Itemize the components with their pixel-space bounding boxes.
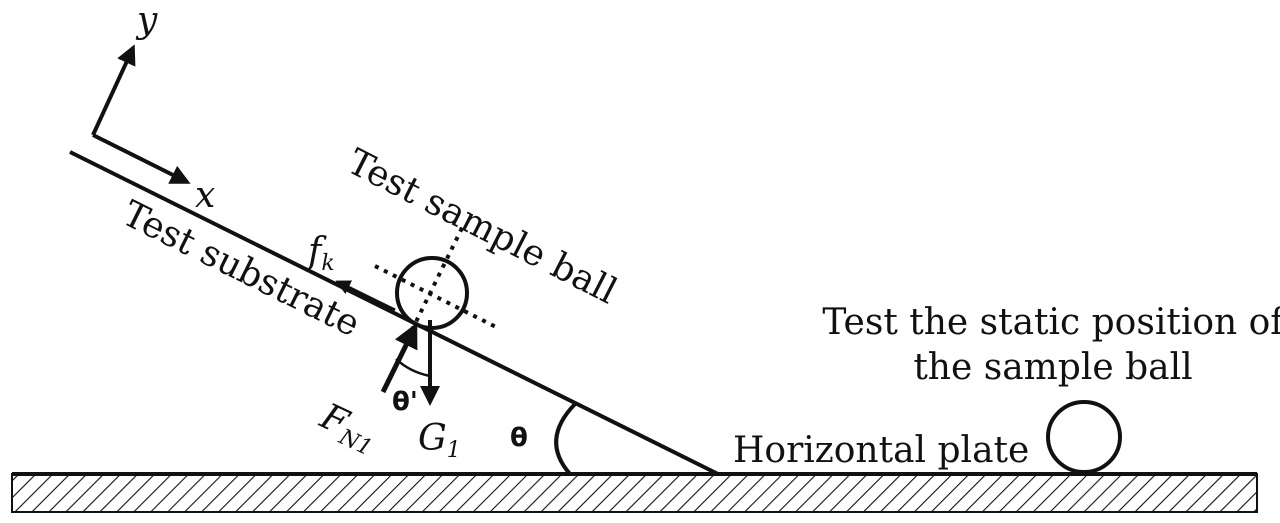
test-substrate-line xyxy=(69,150,719,476)
test-sample-ball-label: Test sample ball xyxy=(341,141,623,312)
horizontal-plate xyxy=(11,473,1258,513)
normal-force-label: FN1 xyxy=(312,396,385,462)
theta-arc xyxy=(554,402,577,476)
static-position-ball xyxy=(1046,400,1122,474)
friction-force-label: fk xyxy=(305,231,335,276)
y-axis-label: y xyxy=(135,0,158,41)
x-axis-label: x xyxy=(195,175,215,216)
ball-dotted-axis-parallel xyxy=(374,264,501,331)
normal-force-arrow xyxy=(380,322,418,394)
horizontal-plate-label: Horizontal plate xyxy=(733,430,1029,471)
static-position-label-line2: the sample ball xyxy=(913,347,1192,388)
static-position-label-line1: Test the static position of xyxy=(822,302,1280,343)
friction-force-arrow xyxy=(335,280,396,312)
ball-dotted-axis-perpendicular xyxy=(410,227,464,331)
gravity-label: G1 xyxy=(418,418,461,463)
theta-label: θ xyxy=(510,423,528,453)
y-axis-arrow xyxy=(91,44,136,136)
theta-prime-arc xyxy=(395,358,431,378)
x-axis-arrow xyxy=(92,133,191,184)
theta-prime-label: θ' xyxy=(392,387,418,417)
coordinate-axes: y x xyxy=(91,0,215,216)
